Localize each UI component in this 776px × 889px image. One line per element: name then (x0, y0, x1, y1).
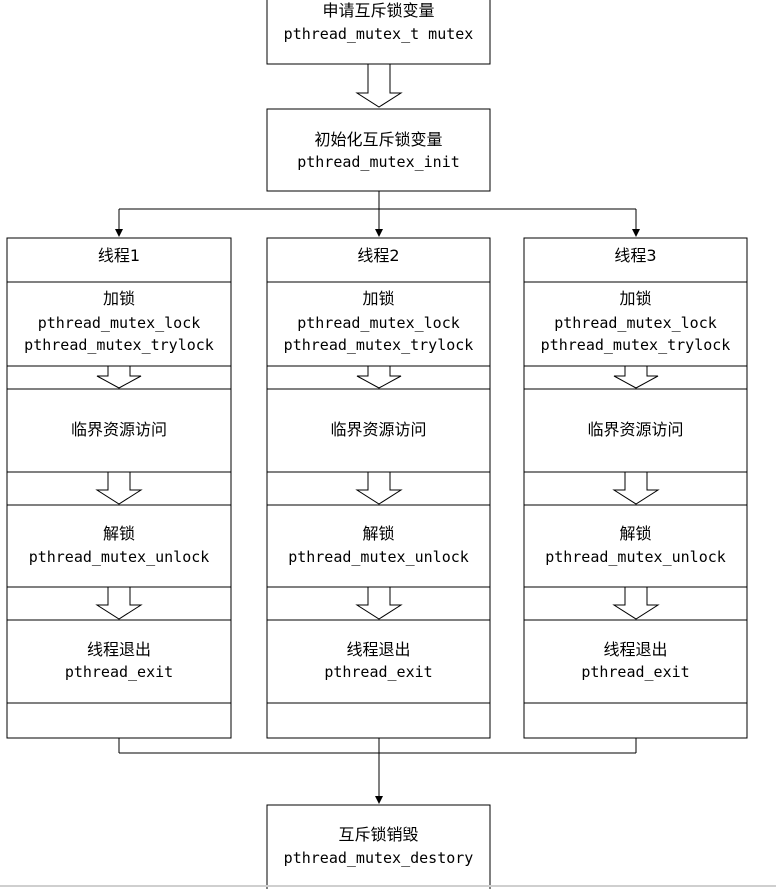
thread-column-2: 线程2 加锁 pthread_mutex_lock pthread_mutex_… (266, 237, 491, 739)
hollow-arrow-icon (355, 586, 403, 620)
destroy-mutex-title: 互斥锁销毁 (338, 825, 418, 844)
hollow-arrow-icon (613, 365, 659, 389)
hollow-arrow-icon (612, 586, 660, 620)
thread-exit-title: 线程退出 (87, 640, 151, 659)
hollow-arrow-icon (95, 471, 143, 505)
merge-connector (118, 738, 637, 804)
destroy-mutex-box: 互斥锁销毁 pthread_mutex_destory (266, 804, 491, 889)
hollow-arrow-icon (96, 365, 142, 389)
destroy-mutex-code: pthread_mutex_destory (284, 849, 474, 867)
hollow-arrow-icon (95, 586, 143, 620)
thread-title: 线程3 (614, 246, 656, 265)
critical-section-label: 临界资源访问 (587, 420, 683, 439)
lock-title: 加锁 (103, 289, 135, 308)
thread-exit-title: 线程退出 (603, 640, 667, 659)
trylock-code: pthread_mutex_trylock (284, 336, 474, 354)
init-mutex-title: 初始化互斥锁变量 (314, 130, 442, 149)
trylock-code: pthread_mutex_trylock (24, 336, 214, 354)
hollow-arrow-icon (355, 471, 403, 505)
hollow-arrow-icon (355, 63, 403, 108)
thread-title: 线程1 (98, 246, 140, 265)
lock-code: pthread_mutex_lock (297, 314, 460, 332)
unlock-title: 解锁 (103, 524, 135, 543)
thread-column-3: 线程3 加锁 pthread_mutex_lock pthread_mutex_… (523, 237, 748, 739)
unlock-title: 解锁 (619, 524, 651, 543)
critical-section-label: 临界资源访问 (330, 420, 426, 439)
lock-code: pthread_mutex_lock (554, 314, 717, 332)
thread-exit-code: pthread_exit (65, 663, 173, 681)
trylock-code: pthread_mutex_trylock (541, 336, 731, 354)
lock-code: pthread_mutex_lock (38, 314, 201, 332)
unlock-code: pthread_mutex_unlock (288, 548, 469, 566)
hollow-arrow-icon (356, 365, 402, 389)
init-mutex-code: pthread_mutex_init (297, 153, 460, 171)
lock-title: 加锁 (362, 289, 394, 308)
declare-mutex-box: 申请互斥锁变量 pthread_mutex_t mutex (266, 0, 491, 65)
lock-title: 加锁 (619, 289, 651, 308)
unlock-title: 解锁 (362, 524, 394, 543)
branch-connector (115, 191, 640, 237)
thread-title: 线程2 (357, 246, 399, 265)
declare-mutex-title: 申请互斥锁变量 (322, 1, 434, 20)
declare-mutex-code: pthread_mutex_t mutex (284, 25, 474, 43)
hollow-arrow-icon (612, 471, 660, 505)
unlock-code: pthread_mutex_unlock (29, 548, 210, 566)
thread-column-1: 线程1 加锁 pthread_mutex_lock pthread_mutex_… (6, 237, 232, 739)
thread-exit-code: pthread_exit (581, 663, 689, 681)
init-mutex-box: 初始化互斥锁变量 pthread_mutex_init (266, 108, 491, 192)
thread-exit-title: 线程退出 (346, 640, 410, 659)
unlock-code: pthread_mutex_unlock (545, 548, 726, 566)
thread-exit-code: pthread_exit (324, 663, 432, 681)
critical-section-label: 临界资源访问 (71, 420, 167, 439)
